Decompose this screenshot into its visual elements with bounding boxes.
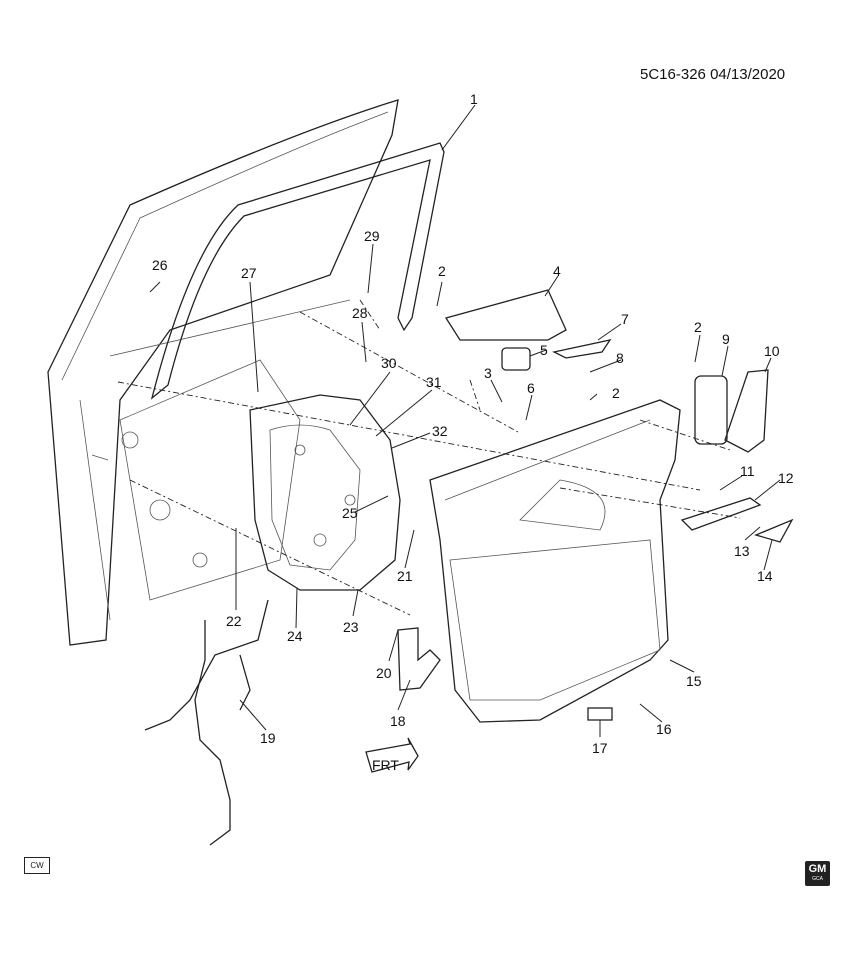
callout-8: 8 — [616, 350, 624, 366]
callout-13: 13 — [734, 543, 750, 559]
callout-10: 10 — [764, 343, 780, 359]
armrest-bezel — [680, 497, 762, 531]
callout-1: 1 — [470, 91, 478, 107]
leader-lines — [149, 104, 781, 737]
door-frame — [47, 99, 399, 646]
cw-badge: CW — [24, 857, 50, 874]
gm-logo-sub: GCA — [812, 876, 823, 882]
callout-28: 28 — [352, 305, 368, 321]
switch-bezel — [694, 375, 728, 445]
callout-19: 19 — [260, 730, 276, 746]
callout-31: 31 — [426, 374, 442, 390]
callout-4: 4 — [553, 263, 561, 279]
callout-2: 2 — [694, 319, 702, 335]
callout-27: 27 — [241, 265, 257, 281]
bracket-lower — [397, 627, 441, 691]
callout-18: 18 — [390, 713, 406, 729]
callout-9: 9 — [722, 331, 730, 347]
callout-23: 23 — [343, 619, 359, 635]
bracket — [444, 289, 567, 341]
callout-labels: 1 2 2 2 3 4 5 6 7 8 9 10 11 12 13 14 15 … — [152, 91, 794, 756]
callout-32: 32 — [432, 423, 448, 439]
callout-7: 7 — [621, 311, 629, 327]
handle-seal — [552, 339, 612, 359]
callout-30: 30 — [381, 355, 397, 371]
diagram-ref: 5C16-326 — [640, 66, 706, 83]
frt-label: FRT — [372, 757, 399, 773]
callout-24: 24 — [287, 628, 303, 644]
callout-14: 14 — [757, 568, 773, 584]
cap — [754, 518, 794, 543]
pad — [587, 707, 613, 721]
front-direction-arrow: FRT — [365, 737, 419, 773]
callout-2: 2 — [438, 263, 446, 279]
latch — [501, 347, 531, 371]
callout-17: 17 — [592, 740, 608, 756]
callout-12: 12 — [778, 470, 794, 486]
callout-20: 20 — [376, 665, 392, 681]
gm-logo-text: GM — [808, 863, 827, 875]
callout-29: 29 — [364, 228, 380, 244]
speaker-cover — [724, 369, 769, 453]
callout-21: 21 — [397, 568, 413, 584]
callout-26: 26 — [152, 257, 168, 273]
wire-harness — [144, 599, 269, 846]
callout-2: 2 — [612, 385, 620, 401]
callout-25: 25 — [342, 505, 358, 521]
callout-6: 6 — [527, 380, 535, 396]
window-channel — [150, 142, 445, 400]
diagram-date: 04/13/2020 — [710, 66, 786, 83]
gm-logo: GM GCA — [805, 861, 830, 886]
callout-3: 3 — [484, 365, 492, 381]
window-regulator — [249, 394, 401, 591]
callout-22: 22 — [226, 613, 242, 629]
callout-15: 15 — [686, 673, 702, 689]
door-trim-panel — [429, 399, 681, 723]
callout-5: 5 — [540, 342, 548, 358]
diagram-header: 5C16-326 04/13/2020 — [640, 66, 785, 83]
callout-16: 16 — [656, 721, 672, 737]
callout-11: 11 — [740, 463, 755, 479]
